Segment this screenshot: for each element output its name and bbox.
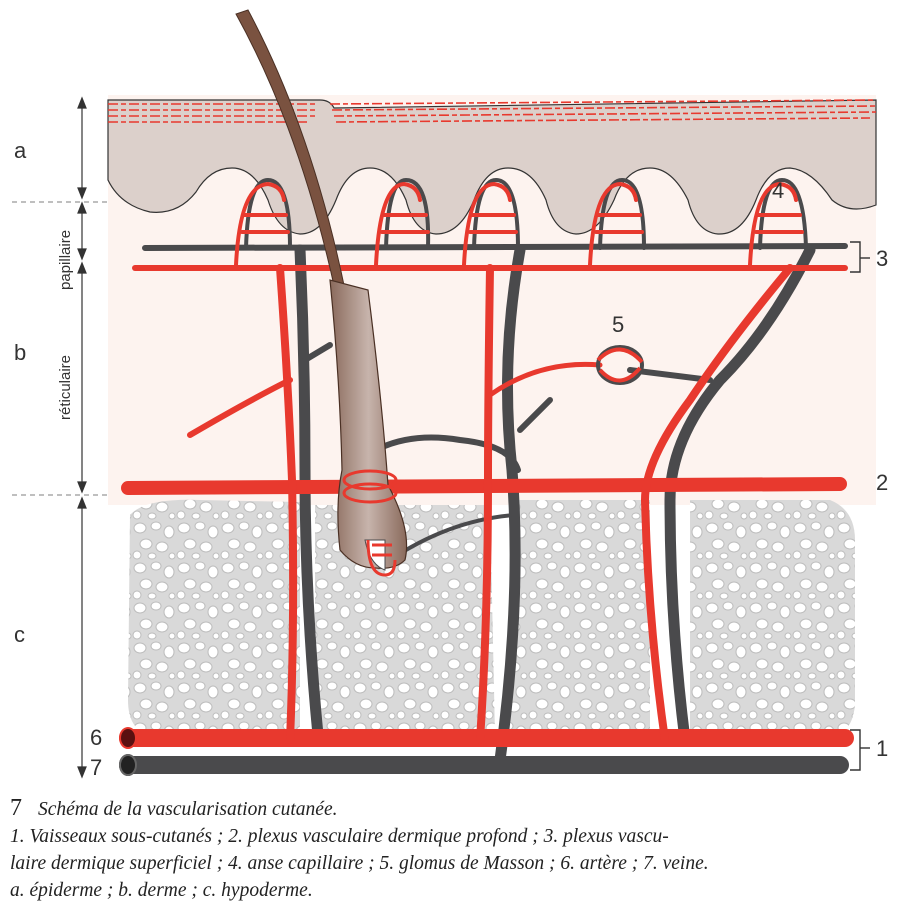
- marker-5: 5: [612, 312, 624, 337]
- label-layer-c: c: [14, 622, 25, 647]
- label-reticulaire: réticulaire: [57, 355, 74, 420]
- figure-number: 7: [10, 795, 22, 821]
- label-layer-b: b: [14, 340, 26, 365]
- marker-3: 3: [876, 246, 888, 271]
- artery-cross-section: [120, 728, 136, 748]
- label-papillaire: papillaire: [57, 230, 74, 290]
- marker-7: 7: [90, 755, 102, 780]
- layer-arrows: [78, 98, 86, 777]
- marker-6: 6: [90, 725, 102, 750]
- figure-title: Schéma de la vascularisation cutanée.: [38, 799, 337, 820]
- figure-caption: 7 Schéma de la vascularisation cutanée. 1…: [10, 795, 905, 904]
- caption-line-2: laire dermique superficiel ; 4. anse cap…: [10, 850, 905, 877]
- marker-2: 2: [876, 470, 888, 495]
- marker-4: 4: [772, 178, 784, 203]
- marker-1: 1: [876, 736, 888, 761]
- label-layer-a: a: [14, 138, 27, 163]
- caption-line-1: 1. Vaisseaux sous-cutanés ; 2. plexus va…: [10, 823, 905, 850]
- caption-line-3: a. épiderme ; b. derme ; c. hypoderme.: [10, 877, 905, 904]
- skin-vascularization-diagram: a b c papillaire réticulaire 3 2 1 4 5 6…: [0, 0, 908, 790]
